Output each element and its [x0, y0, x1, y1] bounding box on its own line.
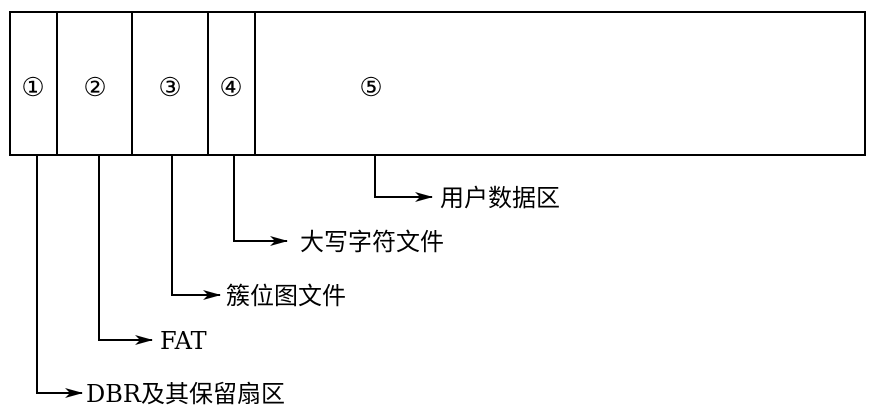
callout-label-upcase-file: 大写字符文件	[300, 228, 444, 256]
callout-label-fat: FAT	[160, 327, 207, 355]
callout-arrow-user-data	[374, 155, 433, 202]
callout-label-dbr: DBR及其保留扇区	[86, 380, 285, 408]
cell-4-label: ④	[219, 73, 242, 103]
callout-arrow-fat	[98, 155, 153, 345]
callout-arrow-upcase-file	[233, 155, 288, 246]
cell-3-label: ③	[158, 73, 181, 103]
cell-2-label: ②	[83, 73, 106, 103]
cell-1-label: ①	[21, 73, 44, 103]
partition-box	[9, 11, 866, 156]
callout-label-bitmap-file: 簇位图文件	[226, 282, 346, 310]
cell-5-label: ⑤	[359, 73, 382, 103]
callout-arrow-bitmap-file	[171, 155, 221, 300]
callout-arrow-dbr	[36, 155, 83, 398]
callout-label-user-data: 用户数据区	[440, 184, 560, 212]
